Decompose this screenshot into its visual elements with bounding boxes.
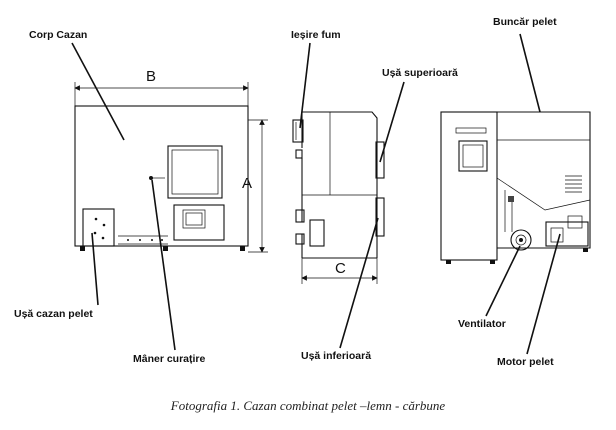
label-corp-cazan: Corp Cazan (29, 29, 87, 41)
label-buncar-pelet: Buncăr pelet (493, 16, 557, 28)
back-flue-port (458, 140, 488, 172)
back-boiler-body (440, 111, 498, 261)
label-motor-pelet: Motor pelet (497, 356, 554, 368)
front-upper-door (167, 145, 223, 199)
leader-usa-cazan-pelet (91, 232, 99, 306)
leader-iesire-fum (299, 42, 311, 129)
side-burner-box (309, 219, 325, 247)
fan-housing (510, 229, 532, 251)
hopper-vent-slots (565, 175, 582, 193)
leader-maner-curatire (151, 179, 176, 351)
figure-caption: Fotografia 1. Cazan combinat pelet –lemn… (170, 398, 446, 413)
label-ventilator: Ventilator (458, 318, 506, 330)
label-maner-curatire: Mâner curațire (133, 353, 206, 365)
pellet-motor-box (545, 221, 589, 247)
leader-ventilator (485, 245, 521, 317)
front-view: B A (74, 68, 268, 253)
leader-buncar-pelet (519, 33, 541, 113)
label-iesire-fum: Ieșire fum (291, 29, 341, 41)
dimension-b-label: B (146, 68, 156, 85)
side-upper-door (375, 141, 385, 179)
front-inspection-window (182, 209, 206, 229)
front-lower-door (173, 204, 225, 241)
dimension-c-label: C (335, 260, 346, 277)
label-usa-cazan-pelet: Ușă cazan pelet (14, 308, 93, 320)
leader-usa-inferioara (339, 217, 379, 349)
dimension-a-label: A (242, 175, 252, 192)
pellet-hopper (497, 111, 591, 249)
leader-motor-pelet (526, 233, 561, 355)
side-outline (302, 111, 378, 258)
side-lower-door (375, 197, 385, 237)
back-view (440, 111, 591, 264)
label-usa-inferioara: Ușă inferioară (301, 350, 371, 362)
flue-outlet (292, 119, 304, 143)
leader-corp-cazan (71, 42, 125, 141)
side-view: C (292, 111, 385, 284)
label-usa-superioara: Ușă superioară (382, 67, 458, 79)
pellet-door-box (82, 208, 115, 247)
leader-usa-superioara (379, 81, 405, 163)
